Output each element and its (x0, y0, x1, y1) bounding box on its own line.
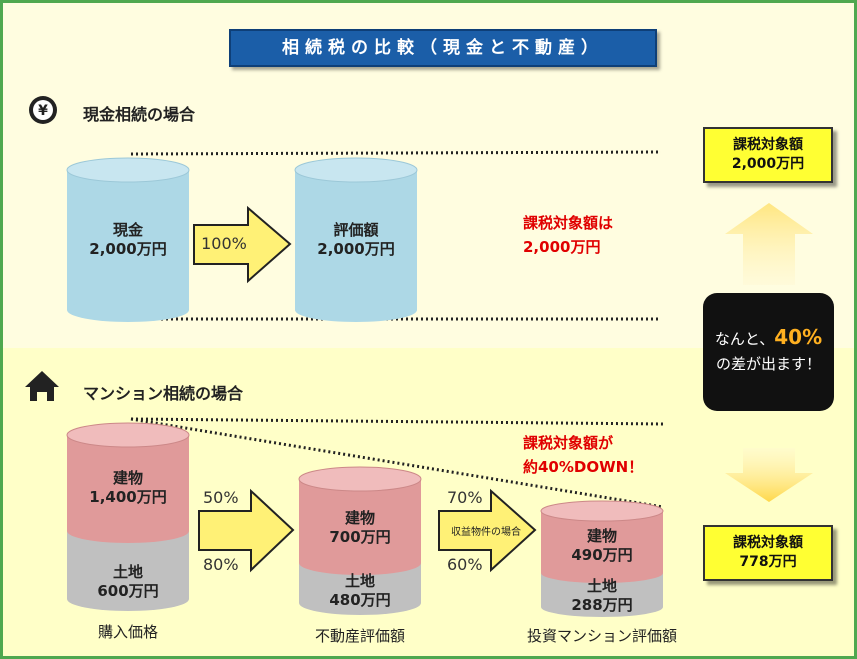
arrow-100-label: 100% (201, 234, 247, 253)
purchase-land-label: 土地 600万円 (67, 563, 189, 601)
callout-line2: の差が出ます！ (715, 355, 821, 373)
appraised-cylinder (294, 157, 418, 322)
property-value-cylinder (298, 466, 422, 615)
house-icon (25, 371, 59, 401)
box-bottom-line2: 778万円 (739, 554, 797, 570)
arrow2-bottom-label: 60% (447, 555, 483, 574)
arrow-100 (193, 205, 292, 284)
investment-value-cylinder (540, 500, 664, 617)
appraised-cylinder-label: 評価額 2,000万円 (295, 221, 417, 259)
diagram-graphics: ¥ (25, 96, 813, 617)
land-value: 480万円 (329, 591, 391, 609)
land-value: 600万円 (97, 582, 159, 600)
property-building-label: 建物 700万円 (299, 509, 421, 547)
down-arrow-big (725, 448, 813, 502)
box-top-line2: 2,000万円 (731, 156, 805, 172)
property-caption: 不動産評価額 (314, 627, 405, 645)
callout-line1: なんと、40% (703, 325, 834, 349)
land-label: 土地 (112, 563, 143, 581)
difference-callout: なんと、40% の差が出ます！ (703, 293, 834, 411)
box-bottom-line1: 課税対象額 (733, 535, 803, 551)
mansion-heading: マンション相続の場合 (83, 384, 244, 403)
cash-cyl-line1: 現金 (112, 221, 143, 239)
building-label: 建物 (112, 469, 143, 487)
dotted-line-mansion-flat (130, 417, 664, 426)
arrow-mansion-2 (438, 488, 537, 573)
cash-cylinder (66, 157, 190, 322)
building-label: 建物 (586, 527, 617, 545)
purchase-building-label: 建物 1,400万円 (67, 469, 189, 507)
cash-note-line2: 2,000万円 (523, 238, 601, 256)
property-land-label: 土地 480万円 (299, 572, 421, 610)
mansion-note-line2: 約40%DOWN！ (523, 458, 644, 476)
mansion-note-line1: 課税対象額が (523, 434, 614, 452)
purchase-cylinder (66, 422, 190, 611)
arrow1-top-label: 50% (203, 488, 239, 507)
box-top-line1: 課税対象額 (733, 137, 803, 153)
building-value: 490万円 (571, 546, 633, 564)
yen-icon: ¥ (29, 96, 57, 124)
taxable-amount-mansion-box: 課税対象額 778万円 (703, 525, 833, 581)
investment-building-label: 建物 490万円 (541, 527, 663, 565)
callout-percent: 40% (774, 325, 823, 349)
dotted-line-top (130, 150, 662, 156)
cash-cylinder-label: 現金 2,000万円 (67, 221, 189, 259)
arrow2-inner-label: 収益物件の場合 (451, 527, 521, 538)
cash-note: 課税対象額は 2,000万円 (523, 211, 613, 259)
investment-land-label: 土地 288万円 (541, 577, 663, 615)
land-label: 土地 (586, 577, 617, 595)
cash-cyl-line2: 2,000万円 (89, 240, 167, 258)
land-label: 土地 (344, 572, 375, 590)
building-label: 建物 (344, 509, 375, 527)
taxable-amount-cash-box: 課税対象額 2,000万円 (703, 127, 833, 183)
appraised-cyl-line1: 評価額 (333, 221, 379, 239)
building-value: 700万円 (329, 528, 391, 546)
arrow1-bottom-label: 80% (203, 555, 239, 574)
purchase-caption: 購入価格 (97, 623, 158, 641)
up-arrow-big (725, 203, 813, 285)
cash-note-line1: 課税対象額は (523, 214, 614, 232)
mansion-note: 課税対象額が 約40%DOWN！ (523, 431, 643, 479)
arrow2-top-label: 70% (447, 488, 483, 507)
page-title: 相続税の比較（現金と不動産） (229, 29, 657, 67)
appraised-cyl-line2: 2,000万円 (317, 240, 395, 258)
callout-prefix: なんと、 (714, 330, 775, 348)
investment-caption: 投資マンション評価額 (526, 627, 677, 645)
arrow-mansion-1 (198, 488, 295, 573)
cash-heading: 現金相続の場合 (83, 105, 196, 124)
land-value: 288万円 (571, 596, 633, 614)
svg-text:¥: ¥ (38, 103, 48, 119)
building-value: 1,400万円 (89, 488, 167, 506)
